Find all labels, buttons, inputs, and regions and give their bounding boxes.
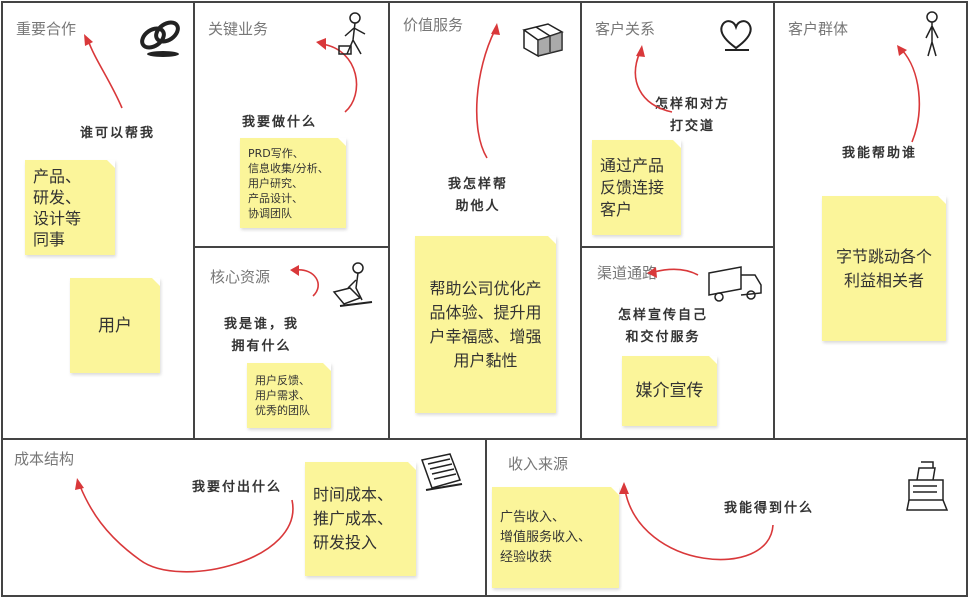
sticky-note: PRD写作、 信息收集/分析、 用户研究、 产品设计、 协调团队 [240,138,346,228]
customer-segments-title: 客户群体 [788,20,849,38]
worker-icon [338,12,366,55]
sticky-note: 广告收入、 增值服务收入、 经验收获 [492,487,619,588]
chain-links-icon [140,20,180,57]
key-resources-title: 核心资源 [210,268,271,286]
note-text: 用户 [98,315,132,336]
sticky-note: 字节跳动各个 利益相关者 [822,196,946,341]
revenue-streams-cell [485,438,968,597]
key-partners-title: 重要合作 [16,20,77,38]
customer-relationships-title: 客户关系 [595,20,656,38]
receipt-icon [421,453,463,491]
cash-register-icon [906,461,949,511]
sticky-note: 用户反馈、 用户需求、 优秀的团队 [247,363,331,428]
value-propositions-title: 价值服务 [403,16,464,34]
standing-person-icon [925,11,939,57]
sticky-note: 媒介宣传 [622,356,717,426]
note-text: 帮助公司优化产 品体验、提升用 户幸福感、增强 用户黏性 [429,278,542,370]
channels-title: 渠道通路 [597,264,658,282]
heart-icon [720,20,752,51]
key-activities-prompt: 我要做什么 [242,115,318,130]
customer-relationships-prompt: 怎样和对方 打交道 [655,97,731,134]
value-propositions-prompt: 我怎样帮 助他人 [448,177,509,214]
revenue-streams-title: 收入来源 [508,455,569,473]
sticky-note: 帮助公司优化产 品体验、提升用 户幸福感、增强 用户黏性 [415,236,556,413]
sticky-note: 产品、 研发、 设计等 同事 [25,160,115,255]
sticky-note: 通过产品 反馈连接 客户 [592,140,681,235]
key-activities-title: 关键业务 [208,20,269,38]
cost-structure-prompt: 我要付出什么 [192,480,283,495]
sticky-note: 用户 [70,278,160,373]
key-resources-prompt: 我是谁，我 拥有什么 [224,317,300,354]
note-text: 广告收入、 增值服务收入、 经验收获 [500,509,592,565]
revenue-streams-prompt: 我能得到什么 [724,501,815,516]
channels-prompt: 怎样宣传自己 和交付服务 [618,308,709,345]
key-partners-prompt: 谁可以帮我 [80,126,156,141]
note-text: 时间成本、 推广成本、 研发投入 [313,485,394,552]
person-with-cart-icon [332,262,373,307]
customer-segments-prompt: 我能帮助谁 [842,146,918,161]
gift-icon [522,23,564,58]
note-text: 媒介宣传 [635,381,704,401]
note-text: 字节跳动各个 利益相关者 [835,246,932,290]
cost-structure-title: 成本结构 [14,450,75,468]
note-text: 产品、 研发、 设计等 同事 [33,166,82,249]
truck-icon [708,266,762,302]
note-text: 通过产品 反馈连接 客户 [600,155,665,219]
note-text: 用户反馈、 用户需求、 优秀的团队 [255,374,310,417]
note-text: PRD写作、 信息收集/分析、 用户研究、 产品设计、 协调团队 [248,146,329,220]
sticky-note: 时间成本、 推广成本、 研发投入 [305,462,416,576]
